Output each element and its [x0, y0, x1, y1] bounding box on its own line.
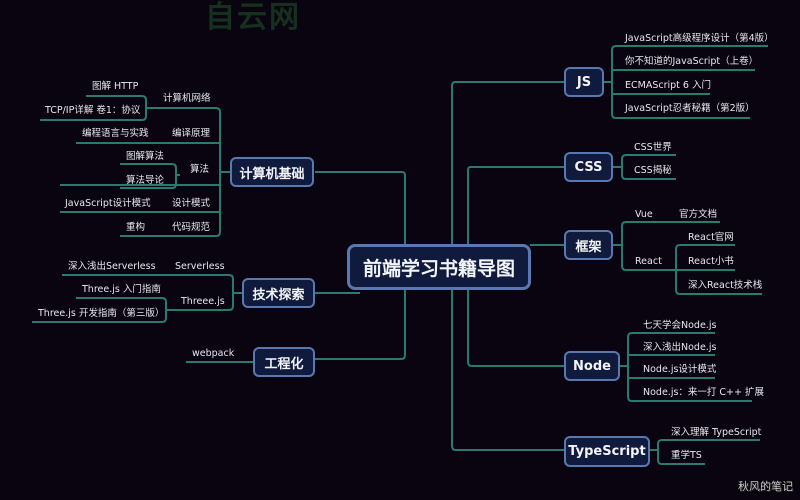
group-react[interactable]: React [635, 256, 662, 267]
leaf-book[interactable]: 你不知道的JavaScript（上卷） [625, 56, 759, 67]
leaf-book[interactable]: 重构 [126, 222, 146, 233]
leaf-book[interactable]: Node.js设计模式 [643, 364, 717, 375]
branch-framework[interactable]: 框架 [564, 230, 613, 260]
branch-label: JS [576, 74, 592, 90]
leaf-book[interactable]: ECMAScript 6 入门 [625, 80, 711, 91]
leaf-book[interactable]: Three.js 开发指南（第三版） [38, 308, 165, 319]
root-node[interactable]: 前端学习书籍导图 [347, 244, 531, 290]
branch-cs-fundamentals[interactable]: 计算机基础 [230, 157, 314, 187]
leaf-book[interactable]: 深入浅出Node.js [643, 342, 717, 353]
branch-label: TypeScript [568, 444, 646, 459]
branch-tech-exploration[interactable]: 技术探索 [242, 278, 315, 308]
leaf-book[interactable]: 官方文档 [679, 209, 718, 220]
leaf-book[interactable]: 算法导论 [126, 175, 165, 186]
branch-node[interactable]: Node [564, 351, 620, 381]
watermark-top: 自云网 [205, 0, 301, 35]
branch-typescript[interactable]: TypeScript [564, 436, 650, 467]
branch-engineering[interactable]: 工程化 [253, 347, 315, 377]
watermark-bottom: 秋风的笔记 [738, 480, 793, 493]
group-threejs[interactable]: Threee.js [181, 296, 225, 307]
leaf-book[interactable]: TCP/IP详解 卷1：协议 [45, 105, 141, 116]
leaf-book[interactable]: 深入React技术栈 [688, 280, 763, 291]
leaf-book[interactable]: Node.js：来一打 C++ 扩展 [643, 387, 764, 398]
leaf-book[interactable]: React小书 [688, 256, 734, 267]
leaf-book[interactable]: Three.js 入门指南 [82, 284, 161, 295]
branch-label: CSS [574, 159, 603, 175]
branch-label: 工程化 [264, 356, 304, 372]
group-serverless[interactable]: Serverless [175, 261, 225, 272]
leaf-book[interactable]: 图解 HTTP [92, 81, 139, 92]
branch-label: 技术探索 [252, 287, 305, 303]
leaf-book[interactable]: 编程语言与实践 [82, 128, 149, 139]
leaf-book[interactable]: CSS揭秘 [634, 165, 672, 176]
leaf-book[interactable]: 重学TS [671, 450, 702, 461]
branch-js[interactable]: JS [564, 67, 604, 97]
branch-css[interactable]: CSS [564, 152, 613, 182]
leaf-book[interactable]: 图解算法 [126, 151, 165, 162]
group-vue[interactable]: Vue [635, 209, 653, 220]
group-design-patterns[interactable]: 设计模式 [172, 198, 211, 209]
leaf-book[interactable]: 深入理解 TypeScript [671, 427, 762, 438]
branch-label: Node [573, 358, 611, 374]
group-compiler[interactable]: 编译原理 [172, 128, 211, 139]
group-code-style[interactable]: 代码规范 [172, 222, 211, 233]
branch-label: 计算机基础 [239, 166, 305, 182]
root-label: 前端学习书籍导图 [362, 257, 515, 280]
leaf-book[interactable]: JavaScript忍者秘籍（第2版） [625, 103, 755, 114]
branch-label: 框架 [575, 239, 602, 255]
leaf-book[interactable]: 七天学会Node.js [643, 320, 717, 331]
leaf-book[interactable]: CSS世界 [634, 142, 672, 153]
group-algorithm[interactable]: 算法 [190, 164, 210, 175]
leaf-webpack[interactable]: webpack [192, 348, 235, 359]
leaf-book[interactable]: JavaScript高级程序设计（第4版） [625, 33, 774, 44]
leaf-book[interactable]: JavaScript设计模式 [65, 198, 151, 209]
leaf-book[interactable]: React官网 [688, 232, 734, 243]
group-network[interactable]: 计算机网络 [163, 93, 211, 104]
leaf-book[interactable]: 深入浅出Serverless [68, 261, 156, 272]
